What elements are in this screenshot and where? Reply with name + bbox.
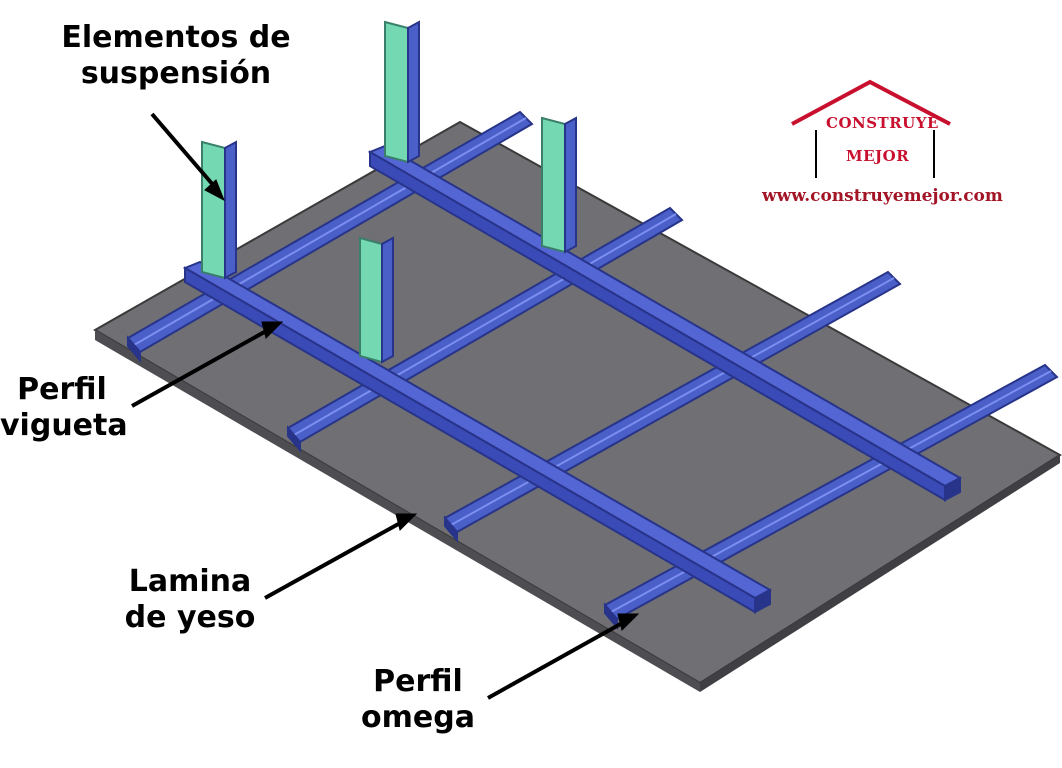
gypsum-board-edge — [95, 330, 700, 692]
arrow-suspension — [150, 112, 225, 202]
hanger-4 — [359, 236, 394, 364]
logo-line1: CONSTRUYE — [826, 114, 939, 132]
gypsum-board-edge-right — [700, 455, 1060, 692]
hanger-3 — [541, 116, 577, 254]
label-vigueta-line1: Perfil — [17, 372, 107, 407]
label-vigueta-line2: vigueta — [0, 408, 128, 443]
label-lamina-line1: Lamina — [128, 564, 252, 599]
label-omega-line2: omega — [361, 700, 475, 735]
logo-line2: MEJOR — [846, 147, 910, 165]
joist-profile-front — [182, 260, 773, 614]
logo-roof — [791, 79, 951, 126]
pointer-arrows — [131, 112, 640, 700]
label-suspension: Elementos de suspensión — [58, 20, 294, 92]
label-vigueta: Perfil vigueta — [0, 372, 128, 444]
label-omega: Perfil omega — [356, 664, 480, 736]
arrow-omega — [487, 613, 640, 700]
hanger-1 — [201, 140, 237, 280]
label-suspension-line2: suspensión — [80, 56, 272, 91]
label-lamina-line2: de yeso — [124, 600, 256, 635]
joist-profiles — [182, 144, 963, 614]
construye-mejor-logo — [791, 79, 951, 178]
label-suspension-line1: Elementos de — [61, 20, 291, 55]
label-lamina: Lamina de yeso — [120, 564, 260, 636]
arrow-vigueta — [131, 321, 284, 408]
hanger-2 — [384, 20, 420, 164]
logo-url: www.construyemejor.com — [762, 186, 1003, 206]
joist-profile-back — [367, 144, 963, 502]
label-omega-line1: Perfil — [373, 664, 463, 699]
omega-profile-3 — [443, 270, 902, 543]
arrow-lamina — [264, 513, 418, 600]
